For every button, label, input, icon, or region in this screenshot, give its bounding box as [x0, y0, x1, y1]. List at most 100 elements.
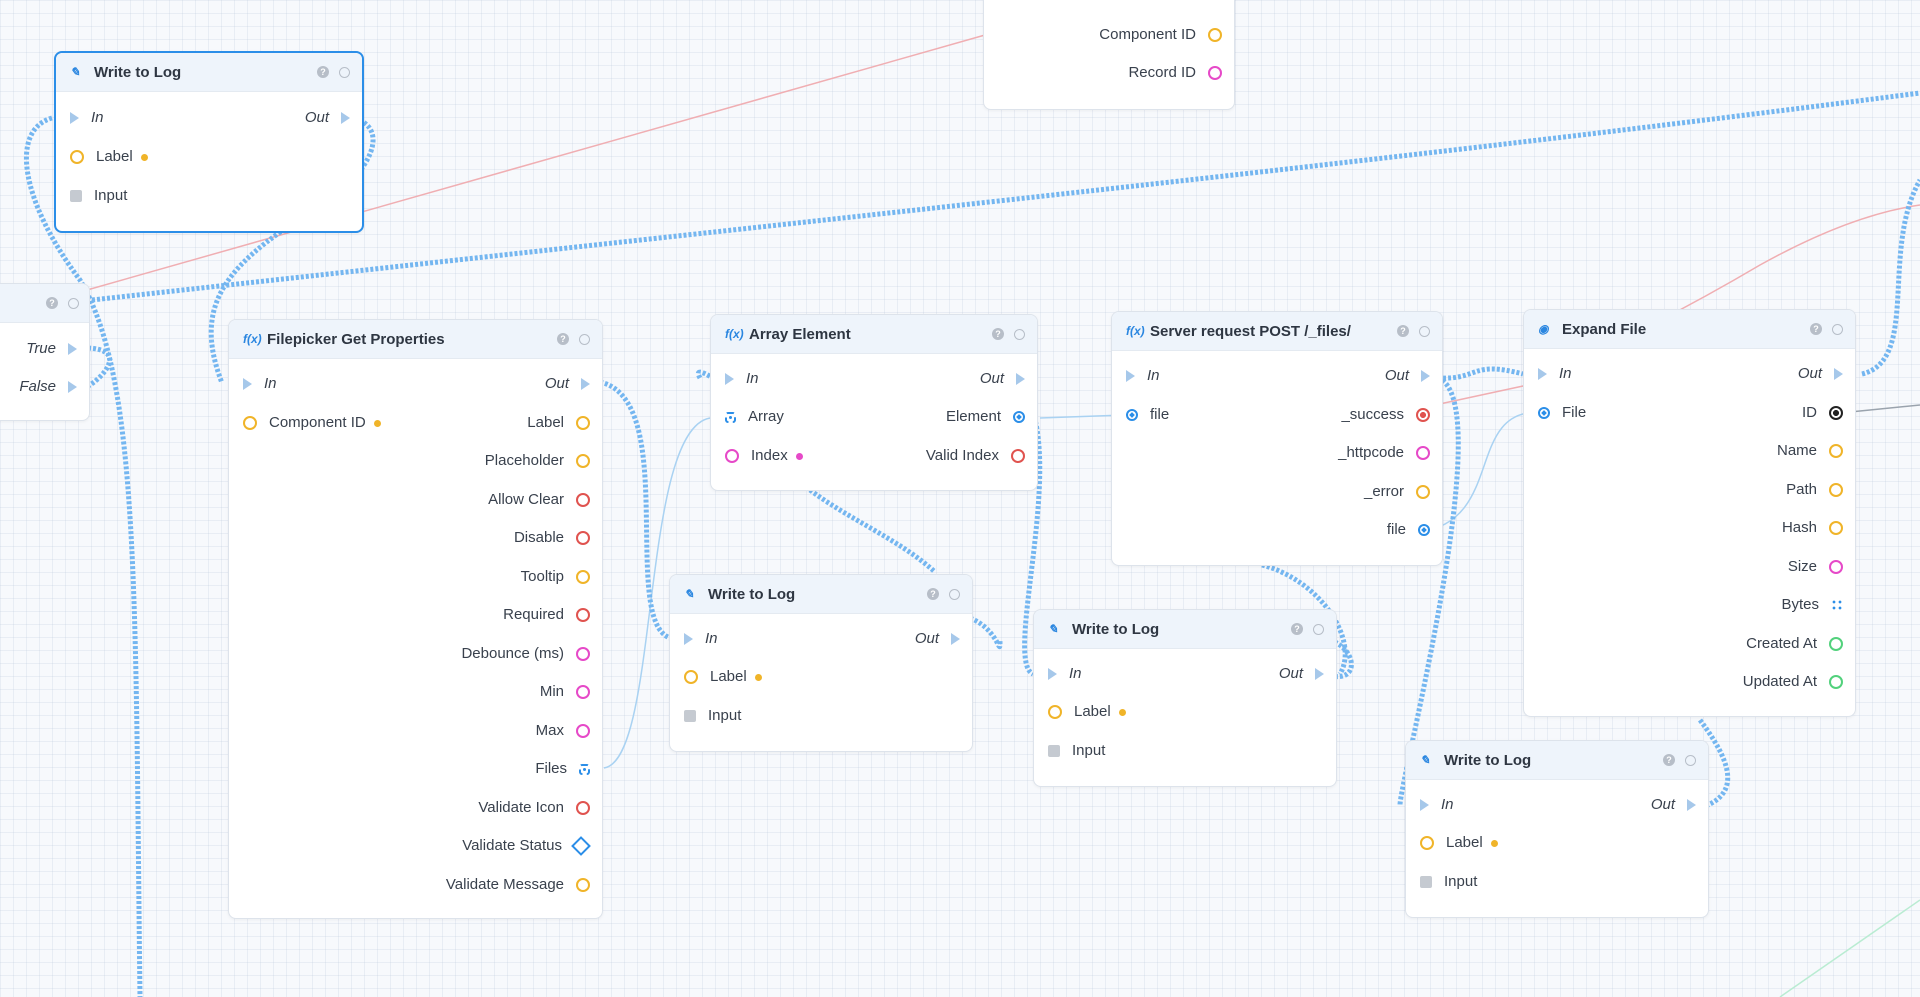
- exec-out-icon[interactable]: [68, 381, 77, 393]
- string-port-icon[interactable]: [1416, 485, 1430, 499]
- number-port-icon[interactable]: [725, 449, 739, 463]
- node-write-to-log-2[interactable]: ✎ Write to Log ? In Out Label Input: [669, 574, 973, 752]
- node-header[interactable]: ✎ Write to Log ?: [670, 575, 972, 614]
- help-icon[interactable]: ?: [992, 328, 1004, 340]
- comment-icon[interactable]: [949, 588, 960, 600]
- node-header[interactable]: ✎ Write to Log ?: [56, 53, 362, 92]
- number-port-icon[interactable]: [1829, 560, 1843, 574]
- exec-out-icon[interactable]: [1016, 373, 1025, 385]
- string-port-icon[interactable]: [576, 878, 590, 892]
- port-allow-clear: Allow Clear: [488, 490, 590, 510]
- exec-out-icon[interactable]: [581, 378, 590, 390]
- comment-icon[interactable]: [1832, 323, 1843, 335]
- number-port-icon[interactable]: [1208, 66, 1222, 80]
- help-icon[interactable]: ?: [1397, 325, 1409, 337]
- string-port-icon[interactable]: [1829, 521, 1843, 535]
- string-port-icon[interactable]: [1829, 444, 1843, 458]
- exec-out-icon[interactable]: [1687, 799, 1696, 811]
- exec-in-icon[interactable]: [243, 378, 252, 390]
- boolean-port-icon[interactable]: [1416, 408, 1430, 422]
- help-icon[interactable]: ?: [317, 66, 329, 78]
- node-header[interactable]: ✎ Write to Log ?: [1034, 610, 1336, 649]
- string-port-icon[interactable]: [1048, 705, 1062, 719]
- string-port-icon[interactable]: [684, 670, 698, 684]
- object-port-icon[interactable]: [1538, 407, 1550, 419]
- node-write-to-log-3[interactable]: ✎ Write to Log ? In Out Label Input: [1033, 609, 1337, 787]
- id-port-icon[interactable]: [1829, 406, 1843, 420]
- exec-out-icon[interactable]: [1834, 368, 1843, 380]
- port-label-input: Label: [1048, 702, 1126, 722]
- string-port-icon[interactable]: [576, 454, 590, 468]
- array-port-icon[interactable]: [579, 763, 590, 775]
- help-icon[interactable]: ?: [1291, 623, 1303, 635]
- string-port-icon[interactable]: [243, 416, 257, 430]
- string-port-icon[interactable]: [1208, 28, 1222, 42]
- exec-out-icon[interactable]: [341, 112, 350, 124]
- node-server-request[interactable]: f(x) Server request POST /_files/ ? In O…: [1111, 311, 1443, 566]
- string-port-icon[interactable]: [576, 416, 590, 430]
- date-port-icon[interactable]: [1829, 637, 1843, 651]
- node-header[interactable]: ◉ Expand File ?: [1524, 310, 1855, 349]
- any-port-icon[interactable]: [1048, 745, 1060, 757]
- object-port-icon[interactable]: [1126, 409, 1138, 421]
- help-icon[interactable]: ?: [1663, 754, 1675, 766]
- exec-in-icon[interactable]: [70, 112, 79, 124]
- exec-out-icon[interactable]: [1421, 370, 1430, 382]
- port-input: Input: [684, 706, 741, 726]
- node-array-element[interactable]: f(x) Array Element ? In Out Array Elemen…: [710, 314, 1038, 491]
- exec-out-icon[interactable]: [951, 633, 960, 645]
- exec-in-icon[interactable]: [725, 373, 734, 385]
- help-icon[interactable]: ?: [927, 588, 939, 600]
- help-icon[interactable]: ?: [1810, 323, 1822, 335]
- comment-icon[interactable]: [339, 66, 350, 78]
- comment-icon[interactable]: [68, 297, 79, 309]
- number-port-icon[interactable]: [576, 724, 590, 738]
- object-port-icon[interactable]: [1418, 524, 1430, 536]
- exec-out-icon[interactable]: [1315, 668, 1324, 680]
- number-port-icon[interactable]: [1416, 446, 1430, 460]
- object-port-icon[interactable]: [1013, 411, 1025, 423]
- node-header[interactable]: ✎ Write to Log ?: [1406, 741, 1708, 780]
- comment-icon[interactable]: [1313, 623, 1324, 635]
- comment-icon[interactable]: [1419, 325, 1430, 337]
- help-icon[interactable]: ?: [46, 297, 58, 309]
- any-port-icon[interactable]: [1420, 876, 1432, 888]
- any-port-icon[interactable]: [70, 190, 82, 202]
- node-header[interactable]: f(x) Server request POST /_files/ ?: [1112, 312, 1442, 351]
- exec-out-icon[interactable]: [68, 343, 77, 355]
- string-port-icon[interactable]: [576, 570, 590, 584]
- number-port-icon[interactable]: [576, 685, 590, 699]
- boolean-port-icon[interactable]: [576, 531, 590, 545]
- string-port-icon[interactable]: [1829, 483, 1843, 497]
- boolean-port-icon[interactable]: [1011, 449, 1025, 463]
- any-port-icon[interactable]: [684, 710, 696, 722]
- number-port-icon[interactable]: [576, 647, 590, 661]
- exec-in-icon[interactable]: [684, 633, 693, 645]
- comment-icon[interactable]: [1014, 328, 1025, 340]
- exec-in-icon[interactable]: [1048, 668, 1057, 680]
- boolean-port-icon[interactable]: [576, 801, 590, 815]
- node-header[interactable]: f(x) Array Element ?: [711, 315, 1037, 354]
- date-port-icon[interactable]: [1829, 675, 1843, 689]
- node-write-to-log-4[interactable]: ✎ Write to Log ? In Out Label Input: [1405, 740, 1709, 918]
- exec-in-icon[interactable]: [1126, 370, 1135, 382]
- node-header[interactable]: f(x) Filepicker Get Properties ?: [229, 320, 602, 359]
- node-condition-partial[interactable]: ? True False: [0, 283, 90, 421]
- comment-icon[interactable]: [579, 333, 590, 345]
- boolean-port-icon[interactable]: [576, 493, 590, 507]
- exec-in-icon[interactable]: [1538, 368, 1547, 380]
- exec-in-icon[interactable]: [1420, 799, 1429, 811]
- enum-port-icon[interactable]: [571, 836, 591, 856]
- top-node-partial[interactable]: Component ID Record ID: [983, 0, 1235, 110]
- node-expand-file[interactable]: ◉ Expand File ? In Out File ID Name Path…: [1523, 309, 1856, 717]
- comment-icon[interactable]: [1685, 754, 1696, 766]
- node-header[interactable]: ?: [0, 284, 89, 323]
- node-filepicker-get-properties[interactable]: f(x) Filepicker Get Properties ? In Out …: [228, 319, 603, 919]
- help-icon[interactable]: ?: [557, 333, 569, 345]
- string-port-icon[interactable]: [1420, 836, 1434, 850]
- node-write-to-log-1[interactable]: ✎ Write to Log ? In Out Label Input: [54, 51, 364, 233]
- string-port-icon[interactable]: [70, 150, 84, 164]
- binary-port-icon[interactable]: [1831, 599, 1843, 611]
- array-port-icon[interactable]: [725, 411, 736, 423]
- boolean-port-icon[interactable]: [576, 608, 590, 622]
